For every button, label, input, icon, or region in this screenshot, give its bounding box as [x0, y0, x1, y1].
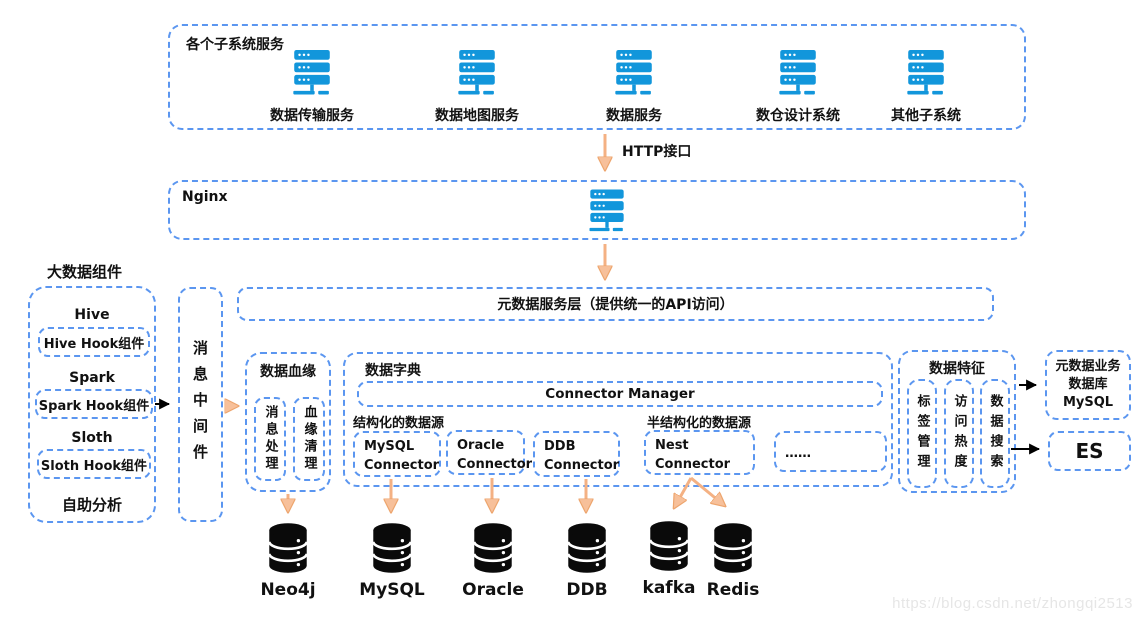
- service-label: 数据传输服务: [270, 108, 354, 124]
- bigdata-panel: Hive Hive Hook组件 Spark Spark Hook组件 Slot…: [28, 286, 156, 523]
- es-box: ES: [1048, 431, 1131, 471]
- connector-manager-label: Connector Manager: [545, 386, 695, 402]
- database-icon: [470, 522, 516, 574]
- database-icon: [710, 522, 756, 574]
- meta-db-line: MySQL: [1062, 395, 1114, 410]
- nest-connector-box: Nest Connector: [644, 430, 755, 475]
- structured-sources-label: 结构化的数据源: [353, 416, 445, 431]
- bigdata-footer: 自助分析: [61, 496, 122, 514]
- service-label: 数据服务: [606, 108, 662, 124]
- lineage-col-lineage-cleaning: 血缘清理: [293, 397, 325, 481]
- lineage-col-message-processing: 消息处理: [254, 397, 286, 481]
- server-icon: [904, 50, 948, 98]
- meta-service-layer: 元数据服务层（提供统一的API访问）: [237, 287, 994, 321]
- feature-col-tag-management: 标签管理: [907, 379, 937, 488]
- features-title: 数据特征: [929, 361, 985, 377]
- db-kafka: [646, 520, 692, 576]
- dictionary-panel: 数据字典 Connector Manager 结构化的数据源 半结构化的数据源 …: [343, 352, 893, 487]
- db-oracle: [470, 522, 516, 578]
- db-label-mysql: MySQL: [359, 580, 425, 600]
- hive-hook-label: Hive Hook组件: [43, 336, 145, 352]
- semi-structured-sources-label: 半结构化的数据源: [647, 416, 752, 431]
- service-warehouse-design: 数仓设计系统: [738, 50, 858, 125]
- es-label: ES: [1075, 439, 1104, 463]
- db-mysql: [369, 522, 415, 578]
- connector-word: Connector: [364, 458, 440, 473]
- meta-db-line: 数据库: [1068, 377, 1108, 392]
- db-label-ddb: DDB: [566, 580, 608, 600]
- hive-hook-box: Hive Hook组件: [38, 327, 150, 357]
- more-connectors-box: ……: [774, 431, 887, 472]
- connector-name: DDB: [544, 439, 576, 454]
- message-middleware-label: 消息中间件: [191, 339, 209, 470]
- service-label: 数仓设计系统: [756, 108, 840, 124]
- service-data-transfer: 数据传输服务: [252, 50, 372, 125]
- subsystems-panel-title: 各个子系统服务: [186, 37, 284, 53]
- feature-col-label: 访问热度: [951, 393, 967, 474]
- db-label-oracle: Oracle: [462, 580, 524, 600]
- meta-db-line: 元数据业务: [1055, 359, 1121, 374]
- oracle-connector-box: Oracle Connector: [446, 430, 533, 475]
- nginx-panel-title: Nginx: [182, 189, 228, 205]
- connector-word: Connector: [457, 457, 533, 472]
- feature-col-label: 数据搜索: [987, 393, 1003, 474]
- service-data-map: 数据地图服务: [417, 50, 537, 125]
- feature-col-data-search: 数据搜索: [980, 379, 1010, 488]
- database-icon: [265, 522, 311, 574]
- db-label-kafka: kafka: [642, 578, 696, 598]
- service-label: 其他子系统: [891, 108, 961, 124]
- meta-business-db-box: 元数据业务 数据库 MySQL: [1045, 350, 1131, 420]
- connector-name: Nest: [655, 438, 689, 453]
- feature-col-access-heat: 访问热度: [944, 379, 974, 488]
- watermark: https://blog.csdn.net/zhongqi2513: [892, 595, 1133, 612]
- service-other: 其他子系统: [866, 50, 986, 125]
- connector-name: Oracle: [457, 438, 505, 453]
- server-icon: [455, 50, 499, 98]
- server-icon: [776, 50, 820, 98]
- bigdata-title: 大数据组件: [47, 263, 123, 281]
- spark-hook-label: Spark Hook组件: [38, 398, 150, 414]
- sloth-hook-box: Sloth Hook组件: [37, 449, 151, 479]
- database-icon: [646, 520, 692, 572]
- http-arrow-label: HTTP接口: [622, 144, 692, 160]
- sloth-hook-label: Sloth Hook组件: [40, 458, 148, 474]
- connector-manager-box: Connector Manager: [357, 381, 883, 407]
- feature-col-label: 标签管理: [914, 393, 930, 474]
- dictionary-title: 数据字典: [365, 363, 421, 379]
- lineage-title: 数据血缘: [260, 364, 316, 380]
- more-connectors-label: ……: [785, 446, 811, 461]
- database-icon: [369, 522, 415, 574]
- mysql-connector-box: MySQL Connector: [353, 431, 441, 477]
- bigdata-group-name: Hive: [74, 307, 110, 323]
- connector-name: MySQL: [364, 439, 415, 454]
- connector-word: Connector: [655, 457, 731, 472]
- nginx-panel: Nginx: [168, 180, 1026, 240]
- server-icon: [290, 50, 334, 98]
- database-icon: [564, 522, 610, 574]
- lineage-col-label: 消息处理: [262, 405, 278, 473]
- db-label-neo4j: Neo4j: [260, 580, 316, 600]
- message-middleware: 消息中间件: [178, 287, 223, 522]
- db-label-redis: Redis: [706, 580, 760, 600]
- bigdata-group-name: Sloth: [71, 430, 113, 446]
- meta-service-layer-label: 元数据服务层（提供统一的API访问）: [497, 297, 734, 313]
- features-panel: 数据特征 标签管理 访问热度 数据搜索: [898, 350, 1016, 493]
- db-redis: [710, 522, 756, 578]
- server-icon: [587, 189, 627, 235]
- bigdata-group-name: Spark: [69, 370, 115, 386]
- service-label: 数据地图服务: [435, 108, 519, 124]
- db-neo4j: [265, 522, 311, 578]
- ddb-connector-box: DDB Connector: [533, 431, 620, 477]
- lineage-col-label: 血缘清理: [301, 405, 317, 473]
- lineage-panel: 数据血缘 消息处理 血缘清理: [245, 352, 331, 492]
- server-icon: [612, 50, 656, 98]
- connector-word: Connector: [544, 458, 620, 473]
- db-ddb: [564, 522, 610, 578]
- spark-hook-box: Spark Hook组件: [35, 389, 153, 419]
- service-data: 数据服务: [574, 50, 694, 125]
